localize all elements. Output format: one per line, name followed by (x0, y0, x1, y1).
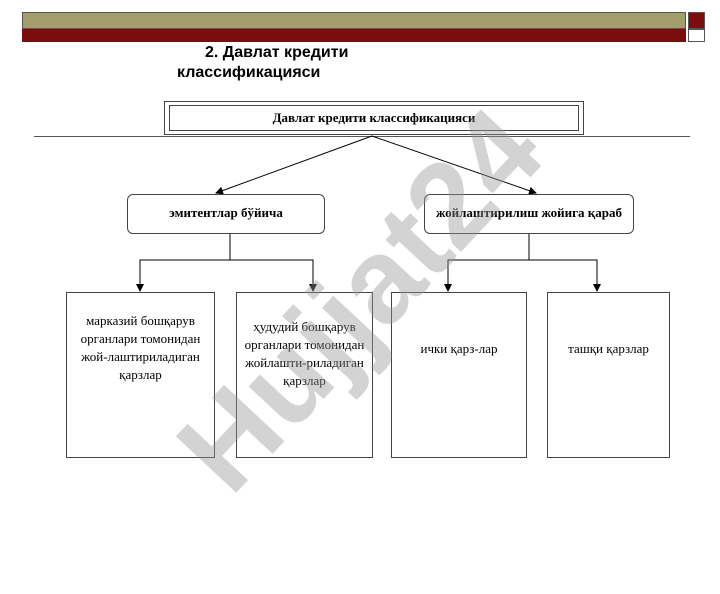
header-corner-square (688, 12, 705, 29)
connector-placement-bracket (447, 259, 598, 291)
connector-issuers-bracket (139, 259, 314, 291)
root-node-label: Давлат кредити классификацияси (272, 110, 476, 125)
slide-title: 2. Давлат кредити классификацияси (150, 43, 450, 83)
root-node: Давлат кредити классификацияси (164, 101, 584, 135)
slide-title-line1: 2. Давлат кредити (205, 44, 349, 61)
header-bar-bottom (22, 29, 686, 42)
leaf-central-authority-debts: марказий бошқарув органлари томонидан жо… (66, 292, 215, 458)
slide-title-line2: классификацияси (177, 64, 321, 81)
root-node-inner: Давлат кредити классификацияси (169, 105, 579, 131)
leaf-regional-authority-debts: ҳудудий бошқарув органлари томонидан жой… (236, 292, 373, 458)
divider-line (34, 136, 690, 137)
arrowhead-leaf-3 (444, 284, 452, 292)
leaf-domestic-debts: ички қарз-лар (391, 292, 527, 458)
branch-placement: жойлаштирилиш жойига қараб (424, 194, 634, 234)
header-bar-top (22, 12, 686, 29)
arrowhead-leaf-1 (136, 284, 144, 292)
header-corner-square-light (688, 29, 705, 42)
leaf-external-debts: ташқи қарзлар (547, 292, 670, 458)
arrow-root-to-issuers (215, 135, 373, 195)
branch-issuers: эмитентлар бўйича (127, 194, 325, 234)
arrowhead-leaf-2 (309, 284, 317, 292)
diagram-connectors (136, 135, 601, 292)
arrowhead-leaf-4 (593, 284, 601, 292)
arrow-root-to-placement (371, 135, 537, 195)
